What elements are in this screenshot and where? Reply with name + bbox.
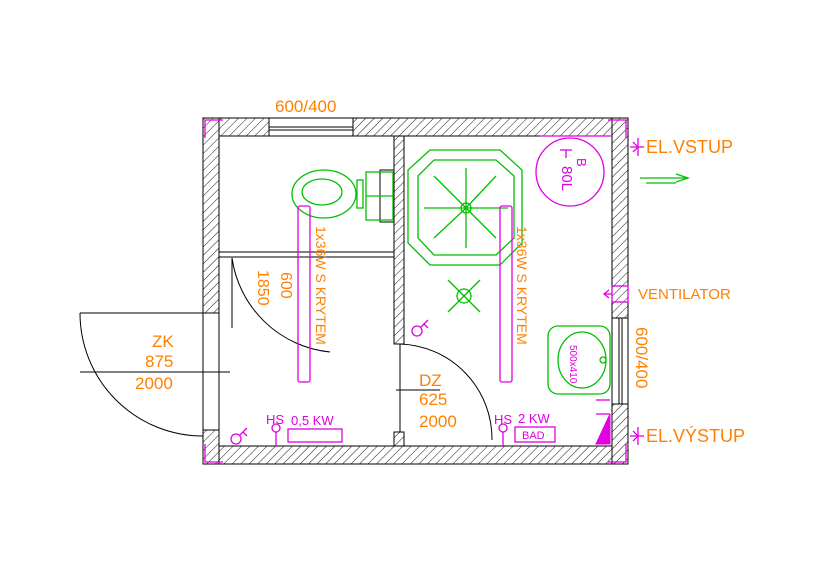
door-inner-width-label: 600 — [277, 272, 294, 299]
door-wc — [231, 257, 331, 353]
heater-left — [287, 428, 343, 443]
wall-partition-upper — [393, 135, 405, 345]
sink-size-label: 500x410 — [567, 345, 578, 384]
ventilator-label: VENTILATOR — [638, 286, 731, 303]
toilet — [291, 169, 394, 221]
window-top-label: 600/400 — [275, 97, 336, 116]
boiler-80l-label: 80L — [558, 166, 575, 191]
hs-right-label: HS — [494, 412, 512, 427]
wall-top-right — [352, 117, 629, 137]
socket-symbol — [230, 427, 248, 445]
wall-left-upper — [202, 117, 220, 314]
light-tube-left — [297, 205, 311, 383]
dz-width-label: 625 — [419, 390, 447, 409]
wall-right-upper — [611, 117, 629, 319]
socket-symbol — [411, 319, 429, 337]
wc-partition — [218, 251, 395, 258]
door-entrance — [79, 312, 230, 437]
walls — [202, 117, 629, 465]
dz-height-label: 2000 — [419, 412, 457, 431]
distribution-box — [595, 413, 611, 445]
wall-partition-lower — [393, 431, 405, 447]
zk-height-label: 2000 — [135, 374, 173, 393]
heater-right-label: 2 KW — [518, 411, 551, 426]
bad-label: BAD — [522, 430, 545, 442]
door-bathroom — [396, 343, 493, 441]
zk-name-label: ZK — [152, 332, 174, 351]
light-tube-right — [499, 205, 513, 383]
heater-left-label: 0,5 KW — [291, 413, 334, 428]
dz-name-label: DZ — [419, 371, 442, 390]
boiler-symbol — [535, 137, 605, 207]
window-right — [611, 317, 629, 405]
door-inner-height-label: 1850 — [254, 270, 271, 306]
light-left-label: 1x36W S KRYTEM — [313, 226, 329, 345]
hs-left-label: HS — [266, 412, 284, 427]
heater-right — [514, 426, 556, 443]
window-top — [268, 117, 354, 137]
window-right-label: 600/400 — [632, 327, 651, 388]
electric-elements — [204, 119, 644, 463]
el-vystup-label: EL.VÝSTUP — [646, 426, 745, 446]
boiler-b-label: B — [574, 158, 589, 167]
shower-tray — [407, 149, 523, 266]
light-right-label: 1x36W S KRYTEM — [514, 226, 530, 345]
zk-width-label: 875 — [145, 352, 173, 371]
el-vstup-label: EL.VSTUP — [646, 137, 733, 157]
ceiling-light-symbol — [447, 279, 481, 313]
wall-bottom — [202, 445, 629, 465]
washbasin — [547, 325, 611, 395]
ventilation-arrows — [640, 173, 691, 184]
wall-left-lower — [202, 429, 220, 465]
